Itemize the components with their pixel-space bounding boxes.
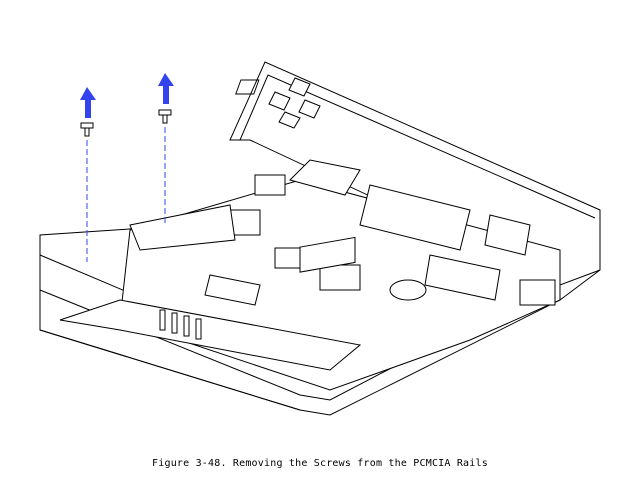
screw-right bbox=[158, 73, 174, 225]
screw-left bbox=[80, 87, 96, 262]
figure-caption: Figure 3-48. Removing the Screws from th… bbox=[152, 458, 488, 469]
laptop-diagram bbox=[39, 61, 601, 416]
system-board bbox=[59, 159, 561, 391]
arrow-up-icon bbox=[80, 87, 96, 118]
arrow-up-icon bbox=[158, 73, 174, 104]
